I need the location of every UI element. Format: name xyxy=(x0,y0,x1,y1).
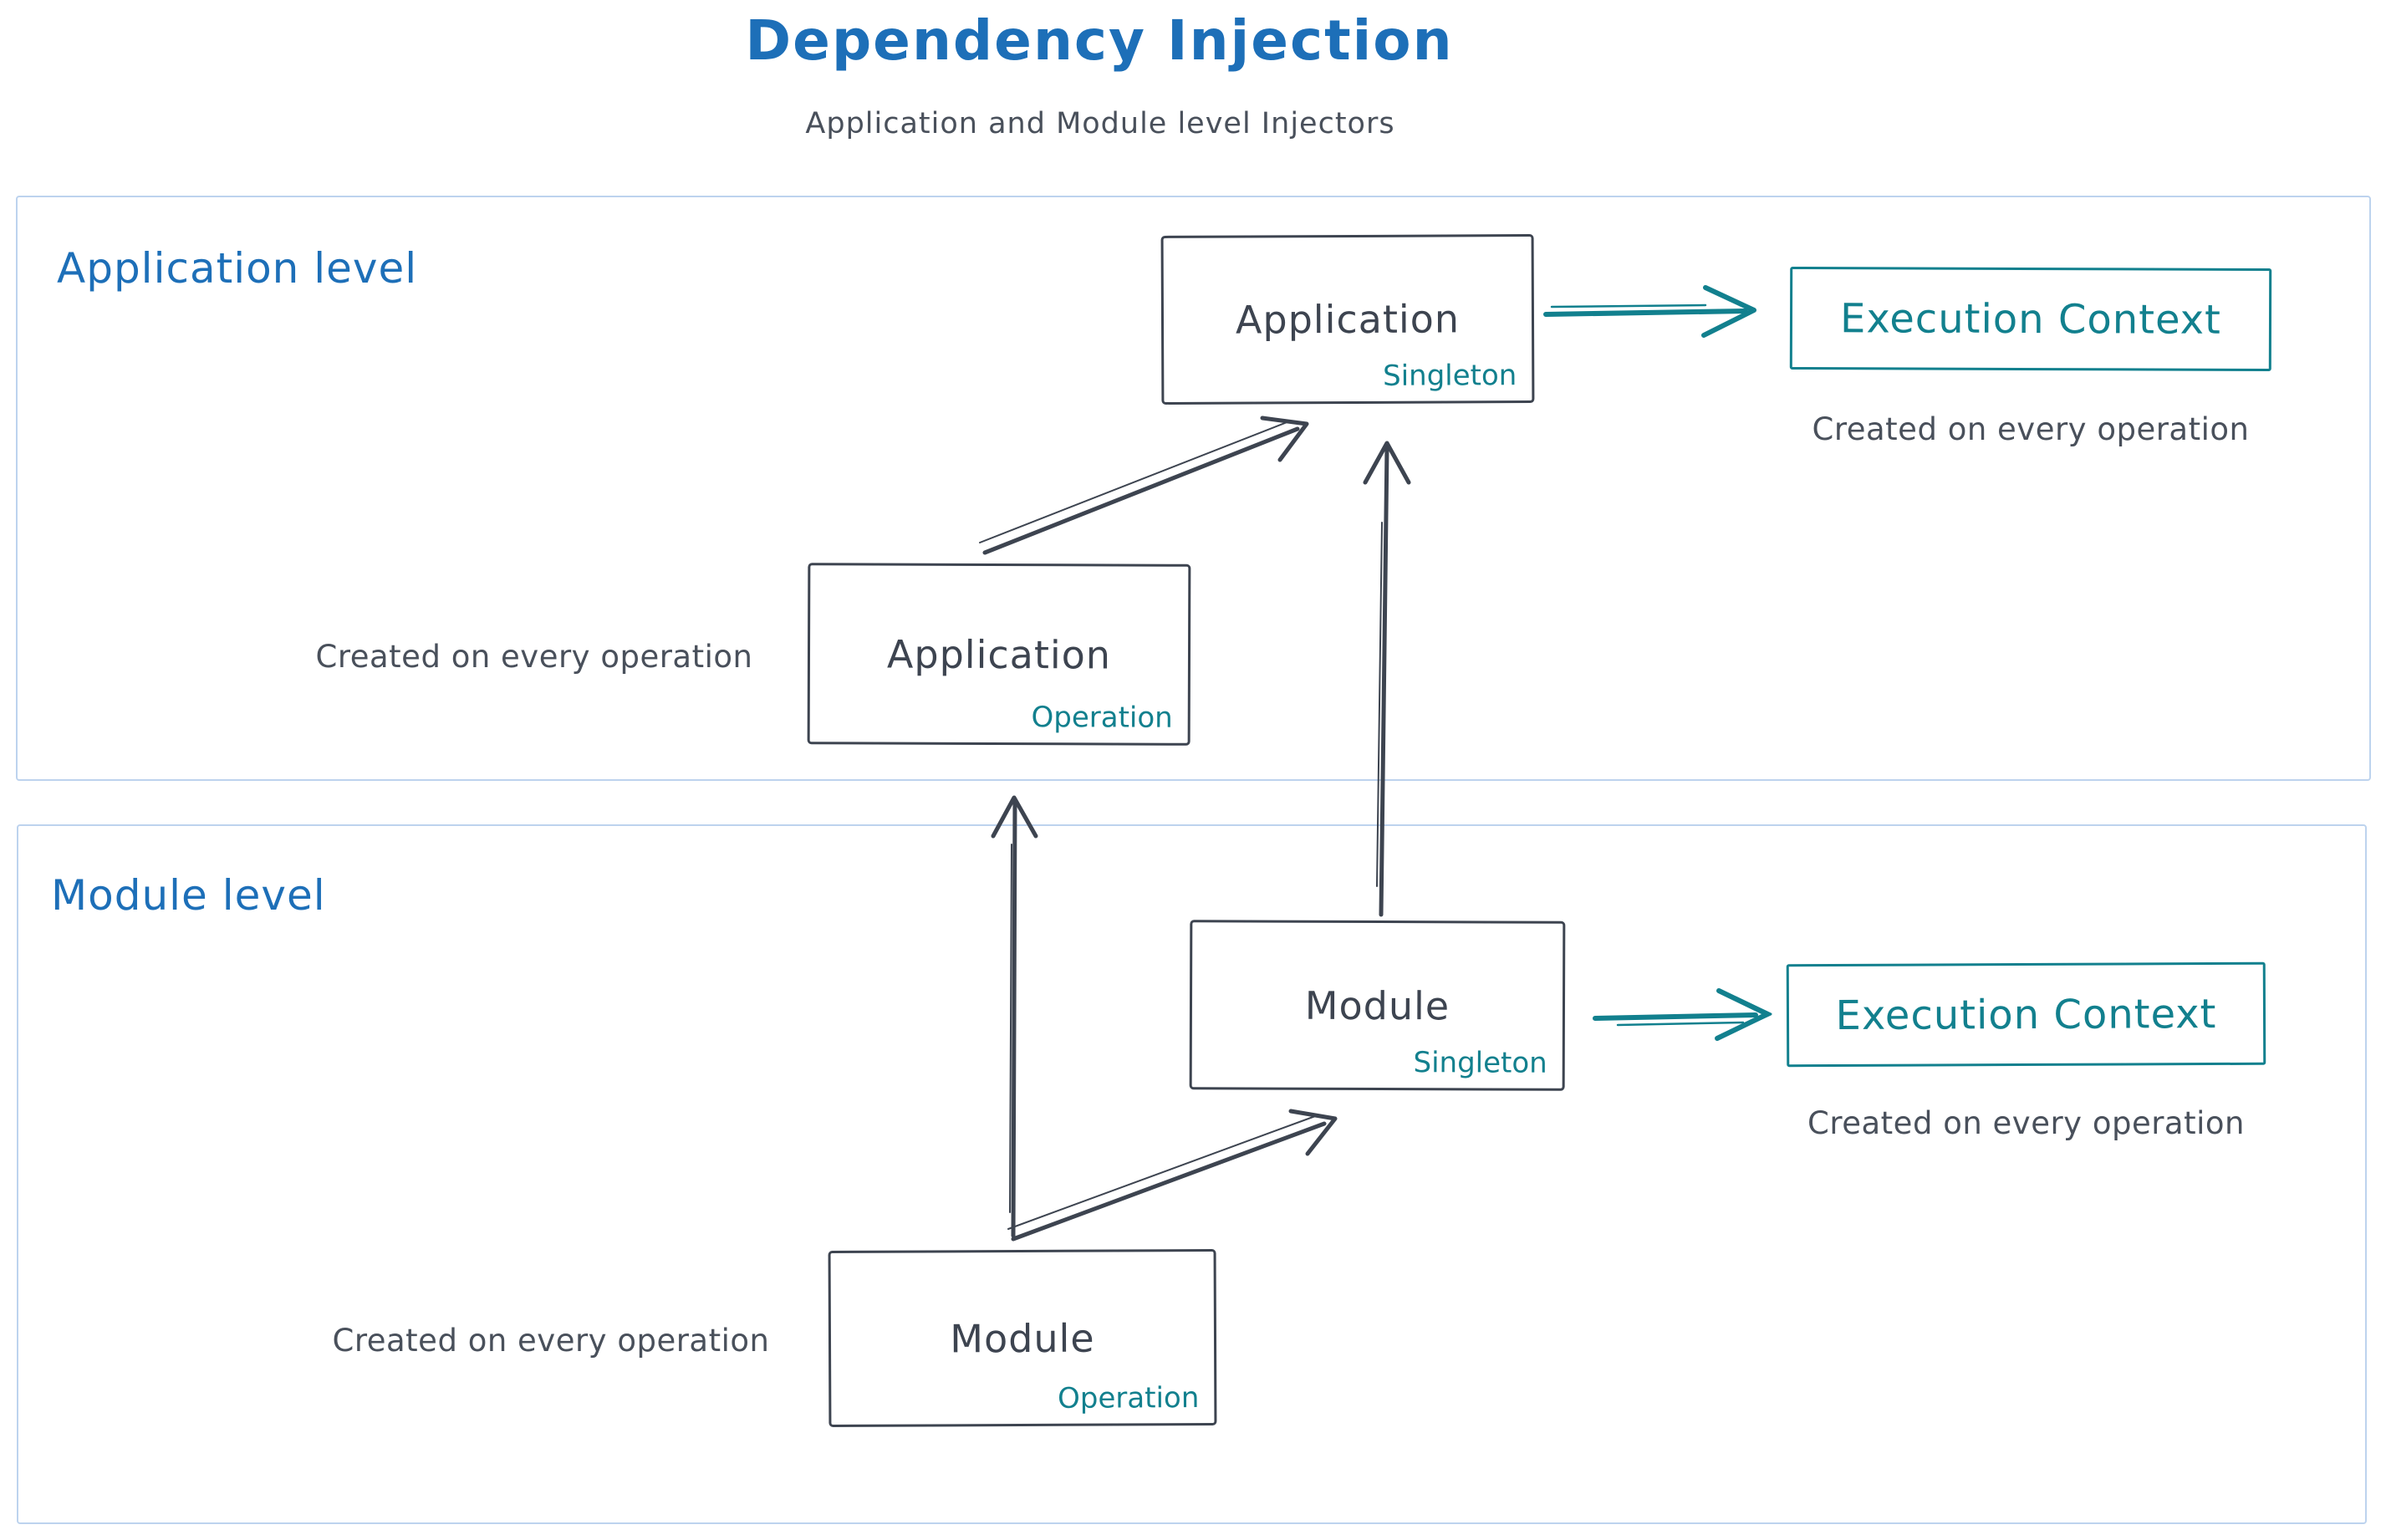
application-operation-box: Application Operation xyxy=(807,563,1191,746)
application-singleton-box: Application Singleton xyxy=(1160,234,1535,405)
application-operation-title: Application xyxy=(886,631,1112,677)
application-singleton-title: Application xyxy=(1235,296,1461,343)
module-execution-context-label: Execution Context xyxy=(1835,990,2217,1039)
module-operation-title: Module xyxy=(950,1315,1095,1361)
application-operation-scope: Operation xyxy=(1031,701,1173,735)
module-singleton-scope: Singleton xyxy=(1413,1046,1547,1080)
module-level-label: Module level xyxy=(51,871,326,920)
module-operation-box: Module Operation xyxy=(828,1248,1217,1428)
module-operation-caption: Created on every operation xyxy=(332,1323,770,1359)
application-execution-context-caption: Created on every operation xyxy=(1812,411,2250,447)
module-singleton-title: Module xyxy=(1304,982,1450,1028)
module-operation-scope: Operation xyxy=(1058,1381,1200,1415)
application-level-section: Application level Application Singleton … xyxy=(16,196,2371,781)
module-singleton-box: Module Singleton xyxy=(1189,920,1566,1091)
page-subtitle: Application and Module level Injectors xyxy=(805,107,1395,140)
application-execution-context-label: Execution Context xyxy=(1839,294,2222,344)
application-singleton-scope: Singleton xyxy=(1382,359,1517,393)
page-title: Dependency Injection xyxy=(745,8,1454,73)
application-operation-caption: Created on every operation xyxy=(315,639,753,675)
application-level-label: Application level xyxy=(57,244,418,293)
module-execution-context-caption: Created on every operation xyxy=(1807,1105,2245,1141)
application-execution-context-box: Execution Context xyxy=(1789,266,2272,372)
module-level-section: Module level Module Singleton Module Ope… xyxy=(17,824,2367,1524)
module-execution-context-box: Execution Context xyxy=(1786,961,2266,1068)
